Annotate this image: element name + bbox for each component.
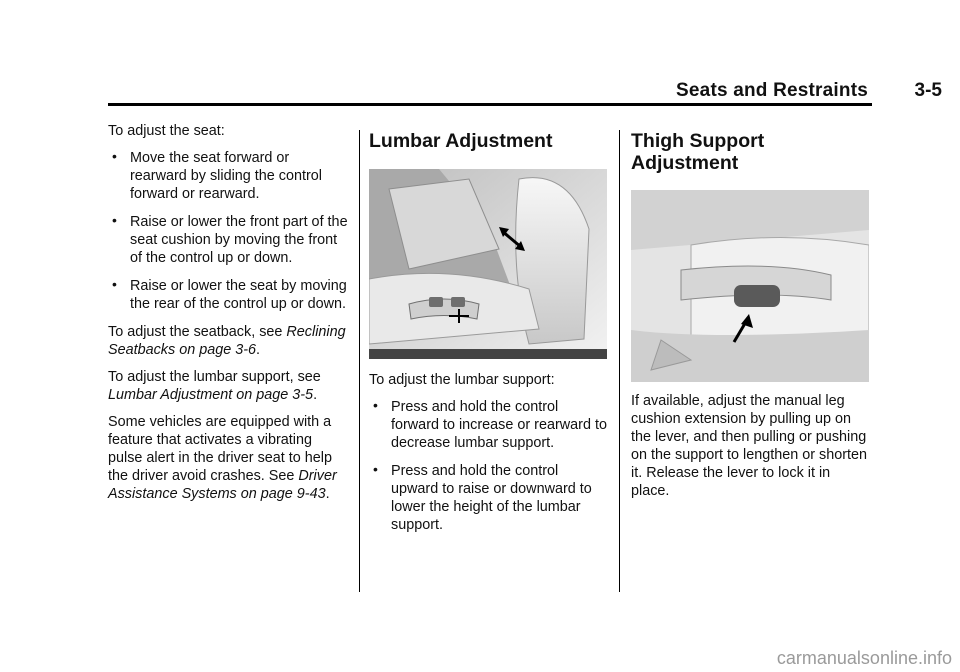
reference-link[interactable]: Reclining Seatbacks on page 3-6 [108, 324, 346, 358]
lumbar-heading: Lumbar Adjustment [369, 130, 553, 152]
lumbar-reference: To adjust the lumbar support, see Lumbar… [108, 369, 321, 403]
bullet-list: Move the seat forward or rearward by sli… [108, 147, 348, 313]
thigh-support-photo [631, 190, 869, 382]
column-divider [619, 130, 620, 592]
list-item: Raise or lower the seat by moving the re… [108, 275, 348, 313]
reference-link[interactable]: Lumbar Adjustment on page 3-5 [108, 387, 314, 403]
header-rule [108, 103, 872, 106]
list-item: Raise or lower the front part of the sea… [108, 211, 348, 267]
list-item: Press and hold the control forward to in… [369, 396, 609, 452]
list-item: Move the seat forward or rearward by sli… [108, 147, 348, 203]
intro-text: To adjust the lumbar support: [369, 372, 555, 388]
page-number: 3-5 [914, 80, 942, 101]
section-title: Seats and Restraints [676, 80, 868, 101]
reference-link[interactable]: Driver Assistance Systems on page 9-43 [108, 468, 337, 502]
thigh-support-text: If available, adjust the manual leg cush… [631, 393, 868, 499]
seatback-reference: To adjust the seatback, see Reclining Se… [108, 324, 346, 358]
intro-text: To adjust the seat: [108, 123, 225, 139]
vibrating-alert-note: Some vehicles are equipped with a featur… [108, 414, 337, 502]
lumbar-control-photo [369, 169, 607, 359]
list-item: Press and hold the control upward to rai… [369, 460, 609, 534]
bullet-list: Press and hold the control forward to in… [369, 396, 609, 534]
column-divider [359, 130, 360, 592]
column-lumbar-adjustment: Lumbar Adjustment T [369, 130, 609, 544]
watermark: carmanualsonline.info [776, 648, 952, 668]
column-seat-adjustment: To adjust the seat: Move the seat forwar… [108, 122, 348, 512]
